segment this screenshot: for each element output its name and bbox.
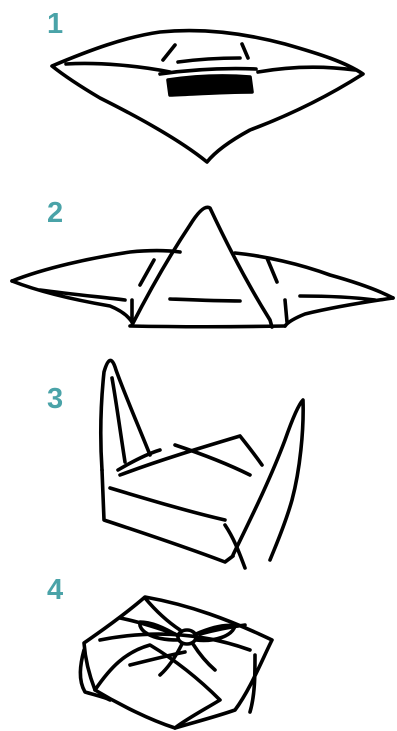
step-2-center-triangle	[132, 207, 272, 327]
step-3-right-ear	[233, 400, 303, 560]
step-1-box-right-crease	[242, 44, 248, 58]
step-1-cloth-outline	[52, 31, 363, 163]
step-1-illustration	[52, 31, 363, 163]
step-1-box-left-crease	[163, 45, 175, 60]
step-4-knot-tail-left	[160, 644, 182, 675]
step-1-right-inner-fold	[258, 67, 355, 72]
step-2-base-line	[130, 326, 285, 327]
step-3-illustration	[101, 360, 303, 568]
step-1-left-inner-fold	[66, 63, 170, 72]
step-4-illustration	[80, 597, 272, 728]
step-2-right-flap	[235, 253, 393, 298]
step-1-box-top-edge	[160, 69, 256, 74]
step-2-left-crease	[140, 260, 154, 285]
step-2-left-flap-lower	[12, 281, 132, 322]
step-1-box-shadow	[168, 76, 252, 95]
step-2-left-flap	[12, 251, 180, 282]
step-2-right-inner-line	[300, 296, 375, 300]
step-2-illustration	[12, 207, 393, 327]
step-4-knot-tail-right	[193, 644, 215, 670]
step-2-right-crease	[267, 258, 277, 282]
step-2-right-vertical	[285, 300, 287, 322]
step-3-top-flap-line	[175, 445, 250, 475]
step-2-box-line	[170, 299, 240, 301]
step-2-right-flap-lower	[285, 298, 393, 326]
step-1-box-middle-line	[178, 58, 240, 62]
step-3-box-line	[110, 488, 225, 520]
